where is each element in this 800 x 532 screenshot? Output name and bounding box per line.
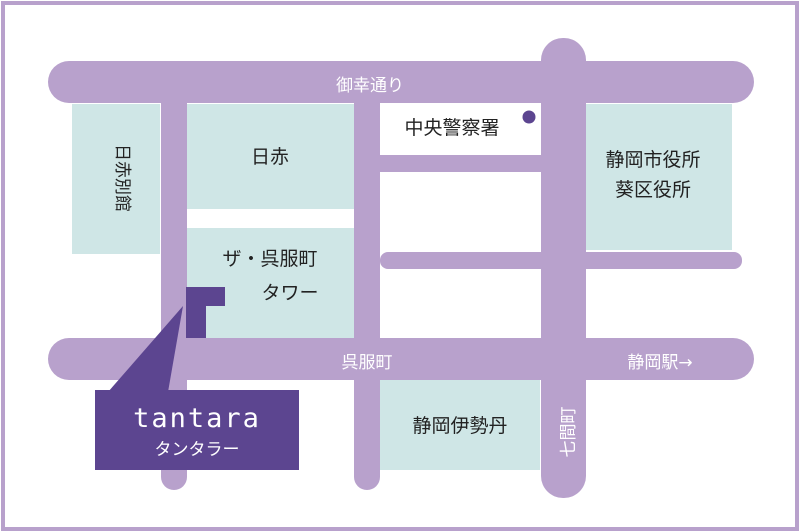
label-nisseki: 日赤 xyxy=(251,146,289,168)
shop-kana: タンタラー xyxy=(155,440,240,460)
shop-label-box xyxy=(95,390,299,470)
road-gofukucho xyxy=(48,338,754,380)
road-label-station: 静岡駅→ xyxy=(627,353,692,373)
label-gofuku-tower-line2: タワー xyxy=(261,282,318,304)
label-isetan: 静岡伊勢丹 xyxy=(412,415,507,437)
shop-marker xyxy=(186,287,225,338)
shop-name: tantara xyxy=(133,403,261,434)
label-gofuku-tower-line1: ザ・呉服町 xyxy=(222,248,317,270)
road-minor-2 xyxy=(380,252,742,269)
road-miyuki-dori xyxy=(48,61,754,103)
label-city-hall-line2: 葵区役所 xyxy=(615,179,691,201)
label-city-hall-line1: 静岡市役所 xyxy=(605,149,700,171)
block-city-hall xyxy=(586,104,732,250)
label-police: 中央警察署 xyxy=(404,117,499,139)
road-label-gofukucho: 呉服町 xyxy=(342,353,393,373)
road-minor-1 xyxy=(380,155,586,172)
block-gofuku-tower xyxy=(186,228,354,338)
road-vertical-center xyxy=(354,82,380,490)
road-label-miyuki-dori: 御幸通り xyxy=(336,76,404,96)
label-nisseki-bekkan: 日赤別館 xyxy=(112,144,132,212)
block-nisseki xyxy=(186,104,354,209)
shop-pointer xyxy=(108,306,183,392)
block-nisseki-bekkan xyxy=(72,104,160,254)
block-isetan xyxy=(380,380,540,470)
police-marker xyxy=(522,110,536,124)
road-label-shichikencho: 七間町 xyxy=(559,407,579,458)
